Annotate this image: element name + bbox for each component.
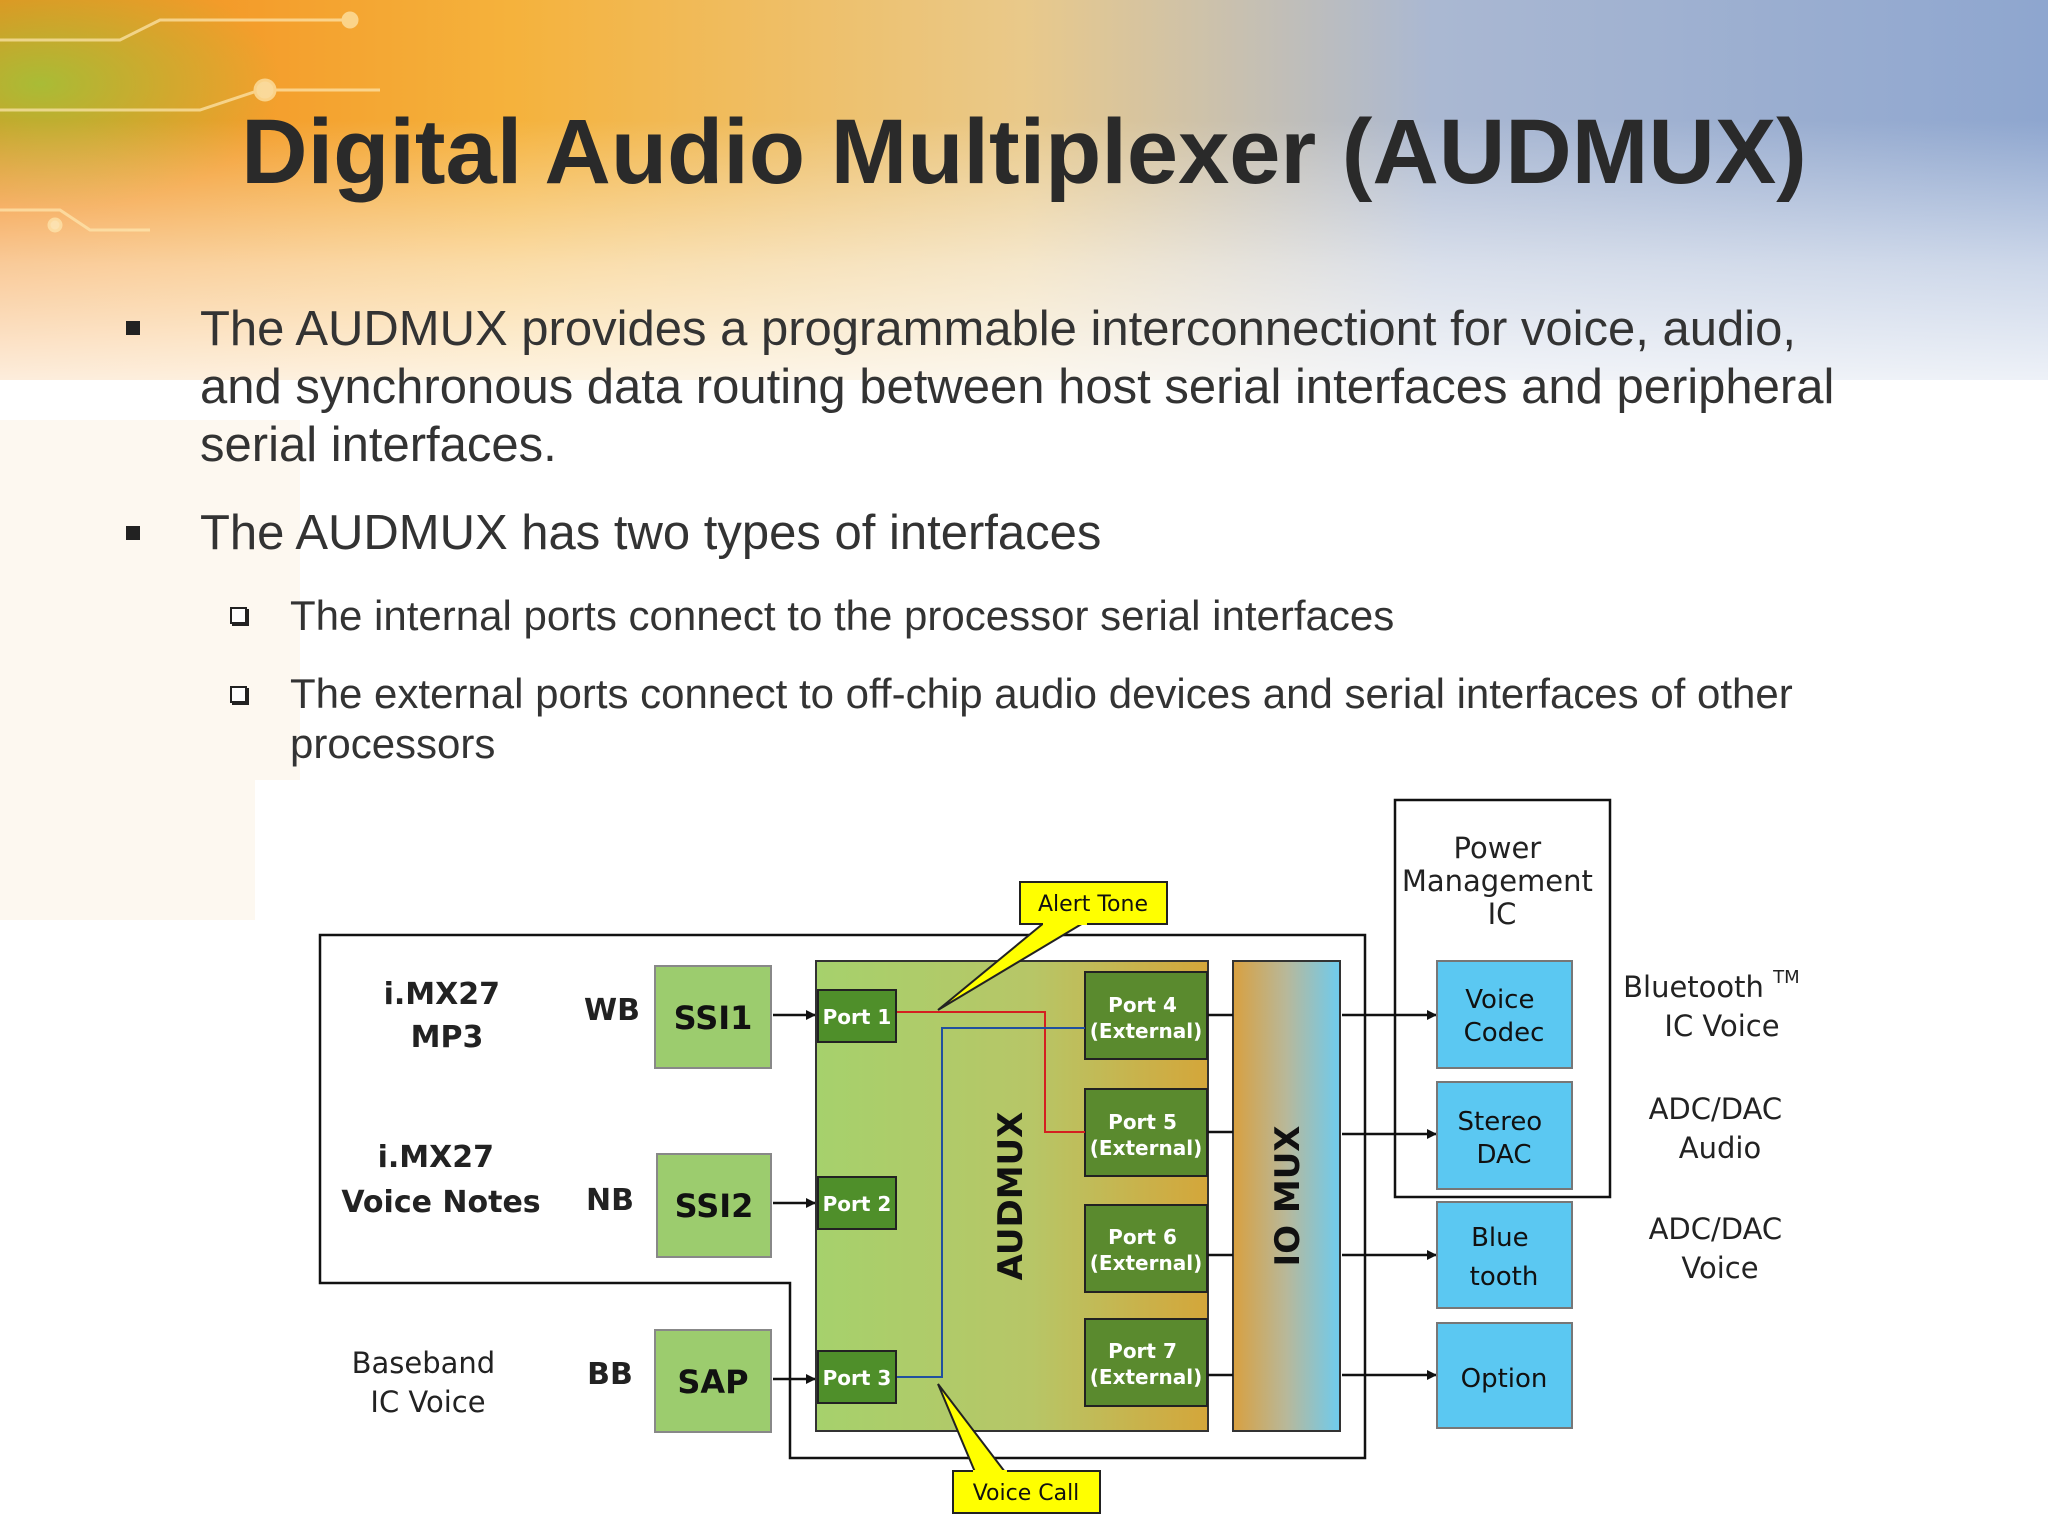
external-port-6-sub: (External) — [1090, 1251, 1202, 1275]
sub-bullet-2-text: The external ports connect to off-chip a… — [290, 669, 1793, 769]
right-label-1-line-2: IC Voice — [1664, 1009, 1779, 1043]
callout-alert-tone-label: Alert Tone — [1038, 892, 1148, 917]
route-port1-port5 — [897, 1011, 1085, 1133]
right-label-2-line-1: ADC/DAC — [1649, 1092, 1783, 1126]
pmic-label-line-3: IC — [1488, 897, 1517, 931]
source-2-line-1: i.MX27 — [378, 1140, 494, 1175]
sub-bullet-marker — [230, 686, 247, 703]
source-3-label: Baseband IC Voice — [352, 1346, 505, 1419]
callout-alert-tone: Alert Tone — [937, 881, 1168, 1011]
right-label-2-line-2: Audio — [1679, 1131, 1761, 1165]
internal-port-2-label: Port 2 — [823, 1192, 892, 1216]
sub-bullet-2-line-2: processors — [290, 720, 496, 767]
bullet-1-line-1: The AUDMUX provides a programmable inter… — [200, 302, 1796, 356]
sub-bullet-1-line-1: The internal ports connect to the proces… — [290, 592, 1395, 639]
right-label-1-line-1: Bluetooth — [1623, 970, 1764, 1004]
peripheral-1-line-1: Voice — [1465, 985, 1534, 1015]
peripheral-option — [1436, 1322, 1573, 1429]
bullet-1-line-2: and synchronous data routing between hos… — [200, 360, 1835, 414]
code-bb: BB — [587, 1357, 633, 1392]
iomux-block — [1232, 960, 1341, 1432]
source-1-line-1: i.MX27 — [384, 977, 500, 1012]
ssi2-label: SSI2 — [675, 1187, 754, 1225]
slide-title: Digital Audio Multiplexer (AUDMUX) — [241, 101, 1807, 203]
external-port-6-name: Port 6 — [1108, 1225, 1177, 1249]
source-2-label: i.MX27 Voice Notes — [341, 1140, 540, 1220]
external-port-4-sub: (External) — [1090, 1019, 1202, 1043]
right-label-2: ADC/DAC Audio — [1649, 1092, 1792, 1165]
pmic-label-line-1: Power — [1454, 831, 1542, 865]
external-port-6: Port 6 (External) — [1084, 1204, 1208, 1293]
code-nb: NB — [586, 1183, 634, 1218]
external-port-7: Port 7 (External) — [1084, 1318, 1208, 1407]
external-port-7-name: Port 7 — [1108, 1339, 1177, 1363]
sub-bullet-marker — [230, 607, 247, 624]
code-wb: WB — [584, 993, 640, 1028]
pmic-label-line-2: Management — [1402, 864, 1593, 898]
source-1-line-2: MP3 — [411, 1020, 484, 1055]
peripheral-3-line-1: Blue — [1471, 1223, 1529, 1253]
pmic-box — [1393, 798, 1612, 1199]
right-label-3-line-2: Voice — [1681, 1251, 1758, 1285]
internal-port-3 — [817, 1350, 897, 1404]
peripheral-2-line-1: Stereo — [1458, 1107, 1543, 1137]
external-port-4-name: Port 4 — [1108, 993, 1177, 1017]
svg-text:Port 5 (External): Port 5 (External) — [1090, 1110, 1202, 1160]
sub-bullet-1-text: The internal ports connect to the proces… — [290, 591, 1394, 641]
bullet-1-line-3: serial interfaces. — [200, 418, 557, 472]
internal-port-1-label: Port 1 — [823, 1005, 892, 1029]
external-port-7-sub: (External) — [1090, 1365, 1202, 1389]
external-port-5: Port 5 (External) — [1084, 1088, 1208, 1177]
peripheral-bluetooth-label: Blue tooth — [1470, 1223, 1539, 1292]
external-port-4: Port 4 (External) — [1084, 971, 1208, 1060]
right-label-1-sup: TM — [1772, 967, 1800, 988]
ssi1-label: SSI1 — [674, 999, 753, 1037]
internal-port-3-label: Port 3 — [823, 1366, 892, 1390]
external-port-5-name: Port 5 — [1108, 1110, 1177, 1134]
bullet-2-line-1: The AUDMUX has two types of interfaces — [200, 506, 1102, 560]
soc-outline — [318, 933, 1367, 1460]
peripheral-option-label: Option — [1461, 1364, 1548, 1394]
bullet-marker — [126, 526, 140, 540]
peripheral-stereo-dac-label: Stereo DAC — [1458, 1107, 1551, 1170]
internal-port-1 — [817, 989, 897, 1043]
audmux-label: AUDMUX — [991, 1112, 1031, 1281]
external-port-5-sub: (External) — [1090, 1136, 1202, 1160]
right-label-1: Bluetooth TM IC Voice — [1623, 956, 1809, 1043]
peripheral-voice-codec — [1436, 960, 1573, 1069]
iomux-label: IO MUX — [1268, 1125, 1308, 1266]
peripheral-2-line-2: DAC — [1476, 1140, 1531, 1170]
source-1-label: i.MX27 MP3 — [384, 977, 511, 1055]
callout-voice-call-label: Voice Call — [973, 1481, 1080, 1506]
bullet-1-text: The AUDMUX provides a programmable inter… — [200, 300, 1834, 474]
bullet-2-text: The AUDMUX has two types of interfaces — [200, 504, 1101, 562]
sap-label: SAP — [677, 1363, 748, 1401]
ssi1-block — [654, 965, 772, 1069]
peripheral-1-line-2: Codec — [1464, 1018, 1545, 1048]
peripheral-voice-codec-label: Voice Codec — [1464, 985, 1545, 1048]
pmic-label: Power Management IC — [1402, 831, 1602, 931]
right-label-3-line-1: ADC/DAC — [1649, 1212, 1783, 1246]
ssi2-block — [656, 1153, 772, 1258]
source-3-line-1: Baseband — [352, 1346, 496, 1380]
route-port3-port4 — [897, 1027, 1085, 1378]
bullet-marker — [126, 321, 140, 335]
internal-port-2 — [817, 1176, 897, 1230]
sub-bullet-2-line-1: The external ports connect to off-chip a… — [290, 670, 1793, 717]
peripheral-bluetooth — [1436, 1201, 1573, 1309]
right-label-3: ADC/DAC Voice — [1649, 1212, 1792, 1285]
peripheral-3-line-2: tooth — [1470, 1262, 1539, 1292]
peripheral-stereo-dac — [1436, 1081, 1573, 1190]
svg-text:Port 7 (External): Port 7 (External) — [1090, 1339, 1202, 1389]
callout-voice-call: Voice Call — [937, 1383, 1101, 1514]
source-3-line-2: IC Voice — [370, 1385, 485, 1419]
svg-text:Port 4 (External): Port 4 (External) — [1090, 993, 1202, 1043]
source-2-line-2: Voice Notes — [341, 1185, 540, 1220]
sap-block — [654, 1329, 772, 1433]
svg-text:Port 6 (External): Port 6 (External) — [1090, 1225, 1202, 1275]
